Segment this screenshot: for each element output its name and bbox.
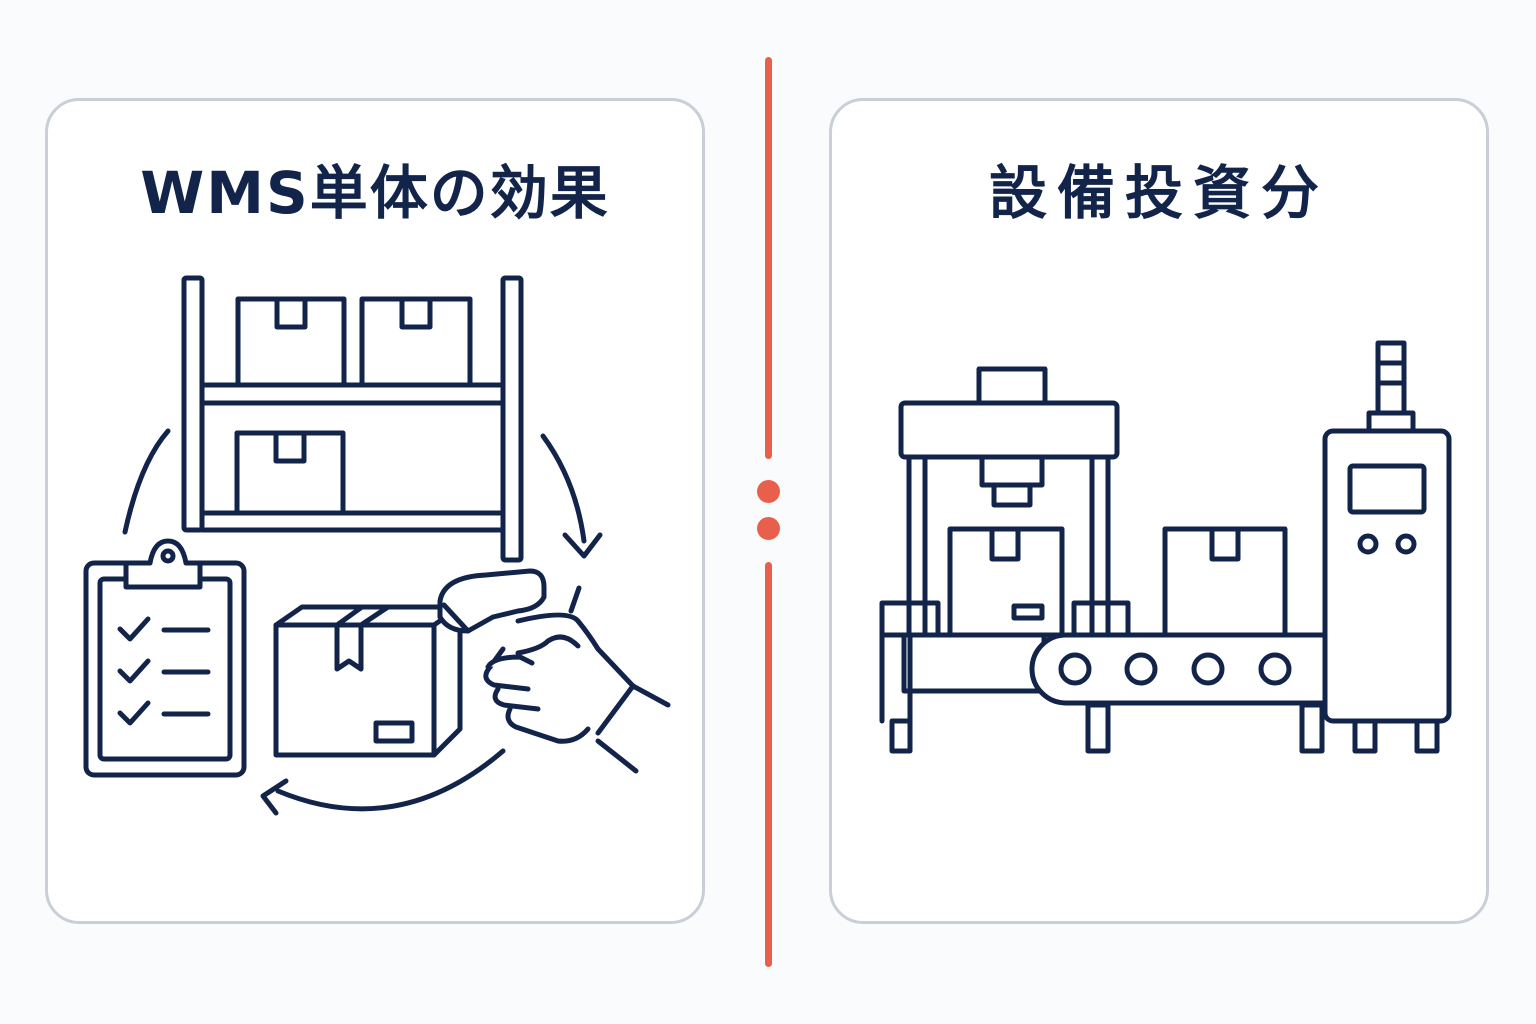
equipment-investment-title: 設備投資分	[988, 159, 1329, 227]
control-panel-machine-icon	[1322, 340, 1452, 754]
press-machine-icon	[879, 366, 1131, 638]
wms-effect-panel: WMS単体の効果	[45, 98, 705, 924]
wms-effect-title: WMS単体の効果	[140, 159, 610, 227]
box-icon	[1162, 526, 1288, 638]
warehouse-illustration	[83, 275, 671, 816]
warehouse-shelf-icon	[181, 275, 524, 563]
divider-dot-lower	[757, 517, 780, 540]
machinery-illustration	[879, 340, 1452, 754]
divider-line-bottom	[765, 562, 772, 967]
equipment-investment-panel: 設備投資分	[829, 98, 1489, 924]
cardboard-box-icon	[273, 604, 463, 758]
clipboard-checklist-icon	[83, 538, 247, 778]
barcode-scanner-hand-icon	[437, 568, 671, 774]
divider-line-top	[765, 57, 772, 459]
conveyor-belt-icon	[879, 632, 1405, 754]
divider-dot-upper	[757, 480, 780, 503]
cycle-arrows-icon	[122, 428, 603, 816]
